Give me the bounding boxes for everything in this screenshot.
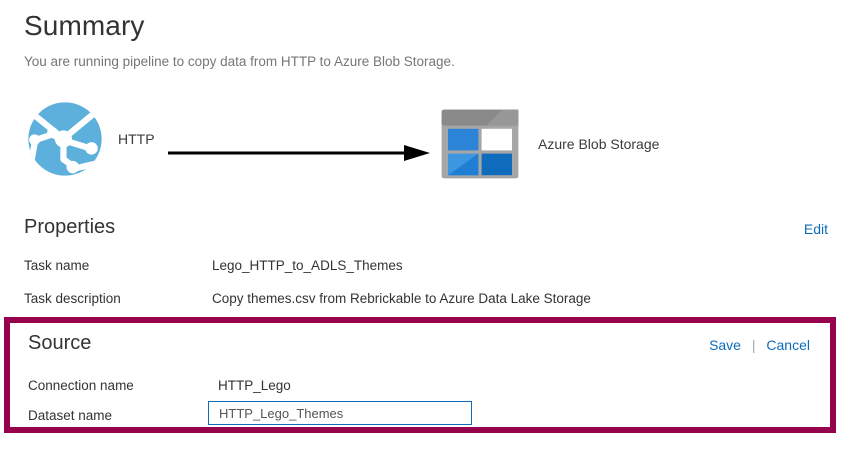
page-subtitle: You are running pipeline to copy data fr… <box>24 54 455 69</box>
flow-node-source: HTTP <box>26 100 155 178</box>
task-name-value: Lego_HTTP_to_ADLS_Themes <box>212 258 403 273</box>
dataset-name-label: Dataset name <box>28 408 113 423</box>
save-button[interactable]: Save <box>709 337 741 353</box>
arrow-right-icon <box>168 144 430 162</box>
edit-link[interactable]: Edit <box>803 221 828 237</box>
page-title: Summary <box>24 10 145 41</box>
cancel-button[interactable]: Cancel <box>766 337 810 353</box>
flow-node-sink: Azure Blob Storage <box>440 108 659 180</box>
action-separator: | <box>751 337 756 353</box>
dataset-name-input[interactable] <box>208 401 472 425</box>
dataset-name-row: Dataset name <box>10 401 830 433</box>
source-actions: Save | Cancel <box>709 337 810 353</box>
source-heading: Source <box>28 332 92 354</box>
task-name-label: Task name <box>24 258 90 273</box>
source-panel: Source Save | Cancel Connection name HTT… <box>4 317 836 433</box>
connection-name-label: Connection name <box>28 378 134 393</box>
flow-source-label: HTTP <box>118 131 155 147</box>
flow-diagram: HTTP Azure Blob Storage <box>0 100 850 200</box>
properties-heading: Properties <box>24 216 116 238</box>
http-globe-icon <box>26 100 104 178</box>
flow-sink-label: Azure Blob Storage <box>538 136 660 152</box>
connection-name-value: HTTP_Lego <box>218 378 291 393</box>
task-description-value: Copy themes.csv from Rebrickable to Azur… <box>212 291 591 306</box>
azure-blob-storage-icon <box>440 108 520 180</box>
task-description-label: Task description <box>24 291 121 306</box>
connection-name-row: Connection name HTTP_Lego <box>10 375 830 403</box>
table-row: Task name Lego_HTTP_to_ADLS_Themes <box>0 258 850 288</box>
table-row: Task description Copy themes.csv from Re… <box>0 291 850 321</box>
